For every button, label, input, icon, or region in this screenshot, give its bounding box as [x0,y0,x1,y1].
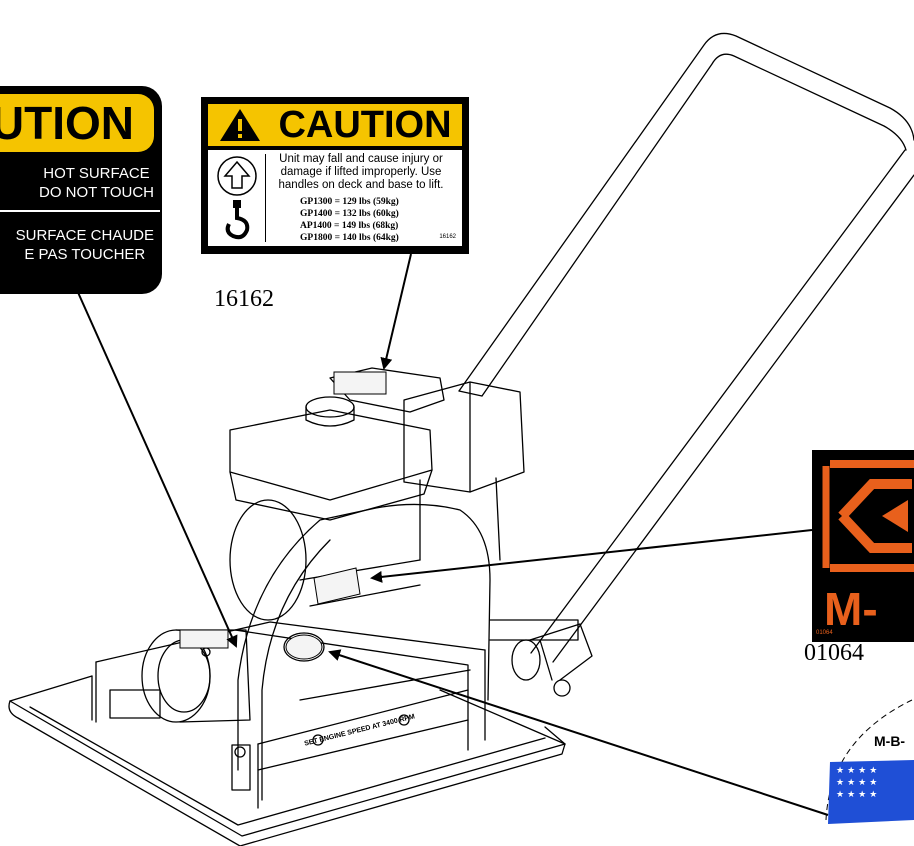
lift-message-line2: damage if lifted improperly. Use [280,166,442,178]
hot-surface-english: HOT SURFACE DO NOT TOUCH [39,164,154,202]
hot-surface-english-line1: HOT SURFACE [43,165,150,182]
lifting-hook-icon [225,200,250,240]
handle [458,32,914,663]
lift-caution-header: CAUTION [208,104,462,146]
leader-lift [380,253,412,370]
weight-gp1800: GP1800 = 140 lbs (64kg) [300,233,399,243]
hot-surface-divider [0,210,160,212]
logo-decal-code: 01064 [816,630,833,636]
badge-decal-text: M-B- [874,733,906,749]
logo-decal-caption: 01064 [804,640,864,666]
lift-message-line1: Unit may fall and cause injury or [279,153,443,165]
lift-weights-list: GP1300 = 129 lbs (59kg) GP1400 = 132 lbs… [300,196,399,244]
machine-decal-badge [285,634,323,660]
hot-surface-french: SURFACE CHAUDE E PAS TOUCHER [16,226,154,264]
weight-gp1300: GP1300 = 129 lbs (59kg) [300,197,399,207]
lift-caution-message: Unit may fall and cause injury or damage… [268,153,454,192]
lift-message-line3: handles on deck and base to lift. [278,179,444,191]
hot-surface-band [0,94,154,152]
company-logo-icon [822,460,914,572]
lift-arrow-icon [217,156,257,196]
leader-logo [370,529,813,583]
base-plate [8,675,566,846]
logo-brand-text: M- [824,583,878,635]
hot-surface-french-line1: SURFACE CHAUDE [15,227,154,244]
weight-gp1400: GP1400 = 132 lbs (60kg) [300,209,399,219]
weight-ap1400: AP1400 = 149 lbs (68kg) [300,221,399,231]
machine-side-label: SET ENGINE SPEED AT 3400 RPM [304,713,416,747]
hot-surface-english-line2: DO NOT TOUCH [38,184,154,201]
hot-surface-french-line2: E PAS TOUCHER [24,246,146,263]
badge-stars: ★★★★★★★★★★★★ [836,766,881,800]
lift-decal-code: 16162 [439,234,456,240]
lift-caution-decal: CAUTION Unit may fall and cause injury o… [201,97,469,254]
warning-triangle-icon [220,109,260,141]
badge-decal [825,699,914,824]
leader-hot-surface [67,269,238,648]
lift-caution-heading: CAUTION [278,104,452,146]
lift-caution-body: Unit may fall and cause injury or damage… [208,150,462,246]
machine-decal-hot [179,629,229,649]
logo-decal: M- 01064 [812,450,914,642]
machine-decal-logo [313,567,361,605]
lift-symbol-box [211,154,266,242]
leader-badge [328,649,829,816]
handle-mount [511,623,593,697]
lift-decal-caption: 16162 [214,286,274,312]
engine [229,367,525,621]
hot-surface-heading: UTION [0,97,134,149]
belt-guard [231,503,491,801]
hot-surface-decal: UTION HOT SURFACE DO NOT TOUCH SURFACE C… [0,86,162,294]
deck-frame [95,619,579,809]
machine-decal-top [333,371,387,395]
